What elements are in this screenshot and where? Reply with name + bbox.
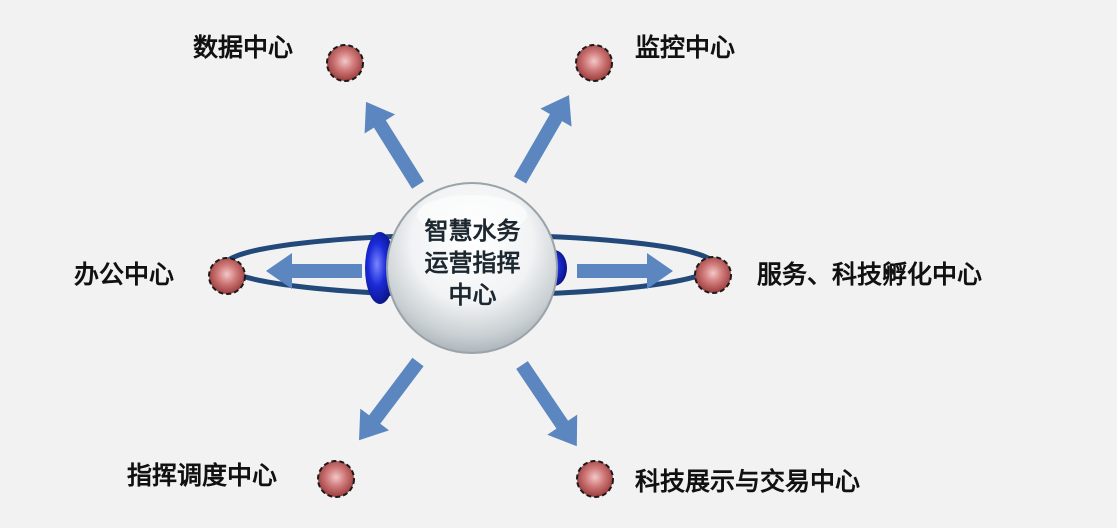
label-office-center: 办公中心 xyxy=(74,260,175,289)
label-exhibit-center: 科技展示与交易中心 xyxy=(635,467,861,496)
node-sphere-exhibit-center xyxy=(576,460,614,498)
arrow-to-data-center xyxy=(364,101,424,189)
node-sphere-service-center xyxy=(694,256,732,294)
node-sphere-monitor-center xyxy=(575,44,613,82)
arrow-to-office-center xyxy=(266,253,362,289)
label-service-center: 服务、科技孵化中心 xyxy=(757,260,983,289)
arrow-to-dispatch-center xyxy=(359,357,424,441)
center-title-line-1: 智慧水务 xyxy=(424,217,521,245)
center-title-line-2: 运营指挥 xyxy=(424,249,521,277)
label-data-center: 数据中心 xyxy=(193,33,294,62)
node-sphere-data-center xyxy=(326,44,364,82)
center-hub-highlight xyxy=(417,195,527,235)
blue-lobe-left xyxy=(365,232,395,304)
arrow-to-service-center xyxy=(577,253,673,289)
node-sphere-office-center xyxy=(208,257,246,295)
arrow-to-exhibit-center xyxy=(516,361,578,447)
center-hub-title: 智慧水务 运营指挥 中心 xyxy=(410,215,535,311)
arrow-to-monitor-center xyxy=(513,95,572,184)
node-sphere-dispatch-center xyxy=(317,460,355,498)
label-dispatch-center: 指挥调度中心 xyxy=(127,461,278,490)
center-title-line-3: 中心 xyxy=(448,281,497,309)
label-monitor-center: 监控中心 xyxy=(635,33,736,62)
